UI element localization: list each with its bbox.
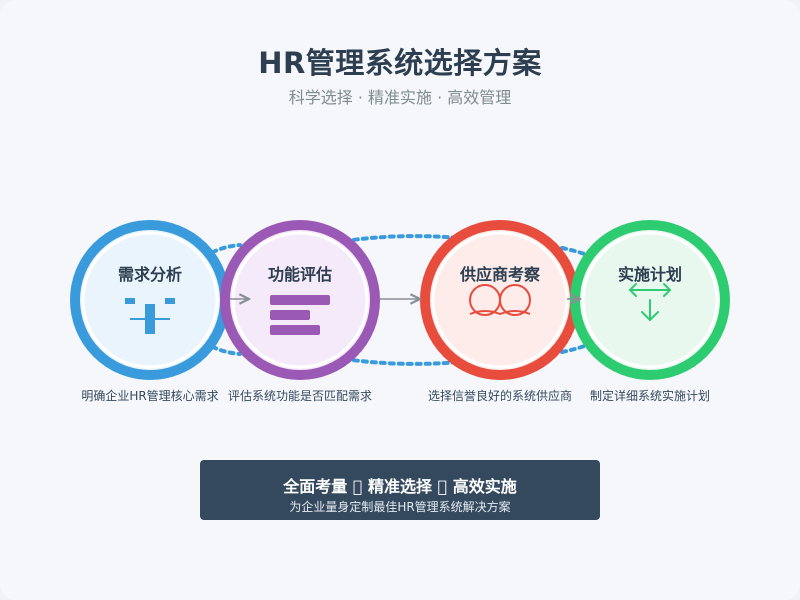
step-title: 供应商考察 xyxy=(459,265,541,284)
step-description: 明确企业HR管理核心需求 xyxy=(81,388,218,403)
banner-title: 全面考量   精准选择   高效实施 xyxy=(283,477,517,496)
step-title: 需求分析 xyxy=(118,265,182,284)
step-description: 制定详细系统实施计划 xyxy=(590,388,710,403)
step-node-implementation-plan: 实施计划 xyxy=(570,220,730,380)
implementation-arrows-icon xyxy=(629,283,671,321)
step-title: 实施计划 xyxy=(618,265,682,284)
step-node-vendor-inspection: 供应商考察 xyxy=(420,220,580,380)
page-subtitle: 科学选择 · 精准实施 · 高效管理 xyxy=(288,88,512,107)
feature-list-icon xyxy=(270,295,330,335)
banner-subtitle: 为企业量身定制最佳HR管理系统解决方案 xyxy=(289,500,511,514)
step-title: 功能评估 xyxy=(268,265,332,284)
step-description: 选择信誉良好的系统供应商 xyxy=(428,388,572,403)
page-title: HR管理系统选择方案 xyxy=(258,46,542,80)
step-node-feature-evaluation: 功能评估 xyxy=(220,220,380,380)
step-node-requirement-analysis: 需求分析 xyxy=(70,220,230,380)
step-description: 评估系统功能是否匹配需求 xyxy=(228,389,372,403)
inspection-glasses-icon xyxy=(469,284,531,316)
requirement-analysis-icon xyxy=(125,298,175,334)
connector-top-middle xyxy=(343,234,462,243)
summary-banner: 全面考量   精准选择   高效实施 为企业量身定制最佳HR管理系统解决方案 xyxy=(200,460,600,520)
connector-bottom-middle xyxy=(343,357,462,366)
